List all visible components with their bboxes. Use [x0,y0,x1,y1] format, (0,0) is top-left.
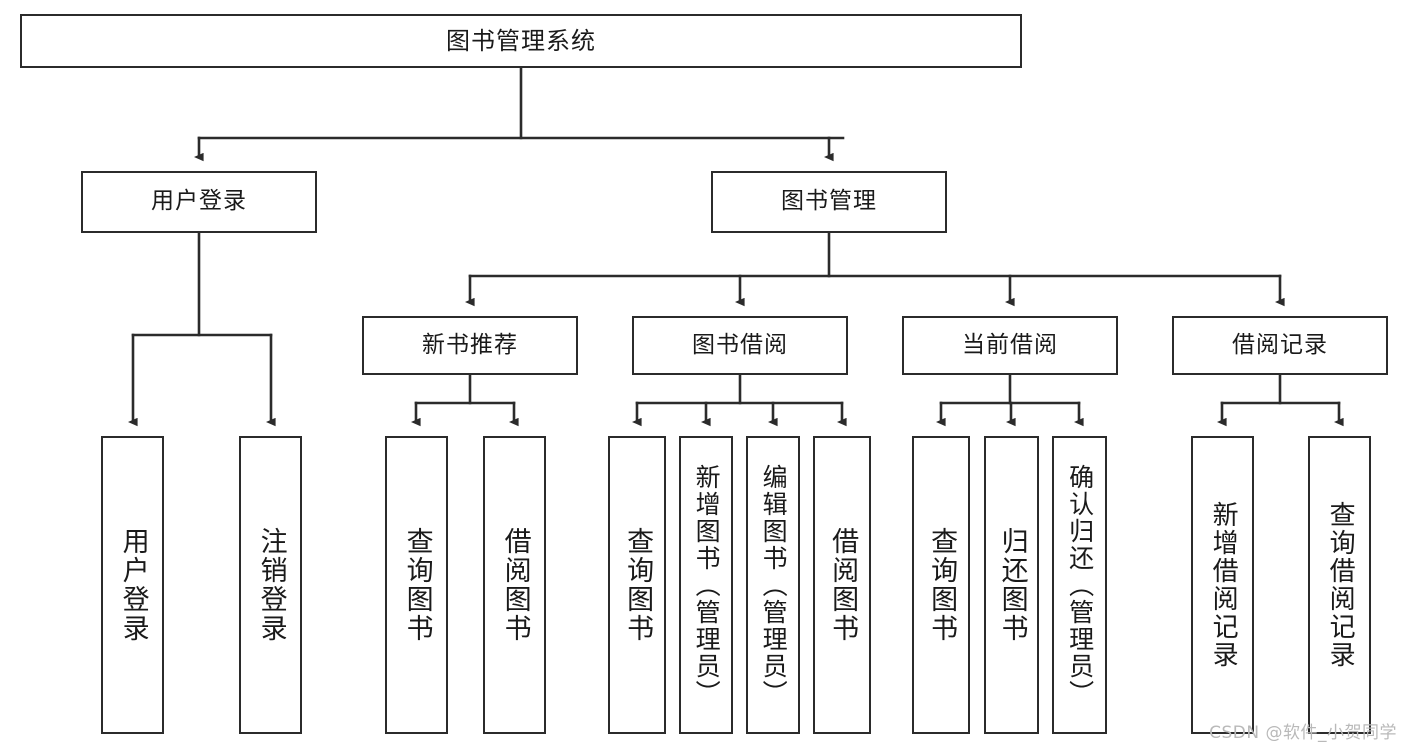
node-new-book-recommend[interactable]: 新书推荐 [362,316,578,375]
node-label: 图书管理系统 [446,26,596,55]
node-leaf-borrow-book-borrow[interactable]: 借阅图书 [813,436,871,734]
node-label: 新增图书（管理员） [692,463,722,707]
node-borrow-record[interactable]: 借阅记录 [1172,316,1388,375]
node-label: 注销登录 [255,527,287,643]
node-system-root[interactable]: 图书管理系统 [20,14,1022,68]
node-leaf-return-book[interactable]: 归还图书 [984,436,1039,734]
node-label: 图书借阅 [692,331,788,358]
node-leaf-query-borrow-record[interactable]: 查询借阅记录 [1308,436,1371,734]
node-label: 编辑图书（管理员） [759,463,789,707]
node-label: 图书管理 [781,188,877,215]
node-label: 借阅记录 [1232,331,1328,358]
node-label: 借阅图书 [499,527,531,643]
node-leaf-query-book-borrow[interactable]: 查询图书 [608,436,666,734]
node-leaf-confirm-return-admin[interactable]: 确认归还（管理员） [1052,436,1107,734]
node-label: 确认归还（管理员） [1065,463,1095,707]
node-label: 查询图书 [926,527,958,643]
node-leaf-user-login[interactable]: 用户登录 [101,436,164,734]
node-label: 用户登录 [117,527,149,643]
node-label: 当前借阅 [962,331,1058,358]
node-leaf-borrow-book-recommend[interactable]: 借阅图书 [483,436,546,734]
node-current-borrow[interactable]: 当前借阅 [902,316,1118,375]
node-label: 新增借阅记录 [1208,501,1239,669]
node-label: 借阅图书 [827,527,859,643]
node-label: 查询图书 [401,527,433,643]
node-label: 归还图书 [996,527,1028,643]
node-label: 新书推荐 [422,331,518,358]
node-label: 查询借阅记录 [1325,501,1356,669]
node-label: 查询图书 [622,527,654,643]
csdn-watermark: CSDN @软件_小贺同学 [1209,723,1397,743]
node-leaf-query-book-current[interactable]: 查询图书 [912,436,970,734]
node-leaf-edit-book-admin[interactable]: 编辑图书（管理员） [746,436,800,734]
node-leaf-add-borrow-record[interactable]: 新增借阅记录 [1191,436,1254,734]
node-book-borrow[interactable]: 图书借阅 [632,316,848,375]
node-leaf-query-book-recommend[interactable]: 查询图书 [385,436,448,734]
node-leaf-add-book-admin[interactable]: 新增图书（管理员） [679,436,733,734]
node-leaf-user-logout[interactable]: 注销登录 [239,436,302,734]
node-book-manage[interactable]: 图书管理 [711,171,947,233]
node-label: 用户登录 [151,188,247,215]
node-user-login[interactable]: 用户登录 [81,171,317,233]
